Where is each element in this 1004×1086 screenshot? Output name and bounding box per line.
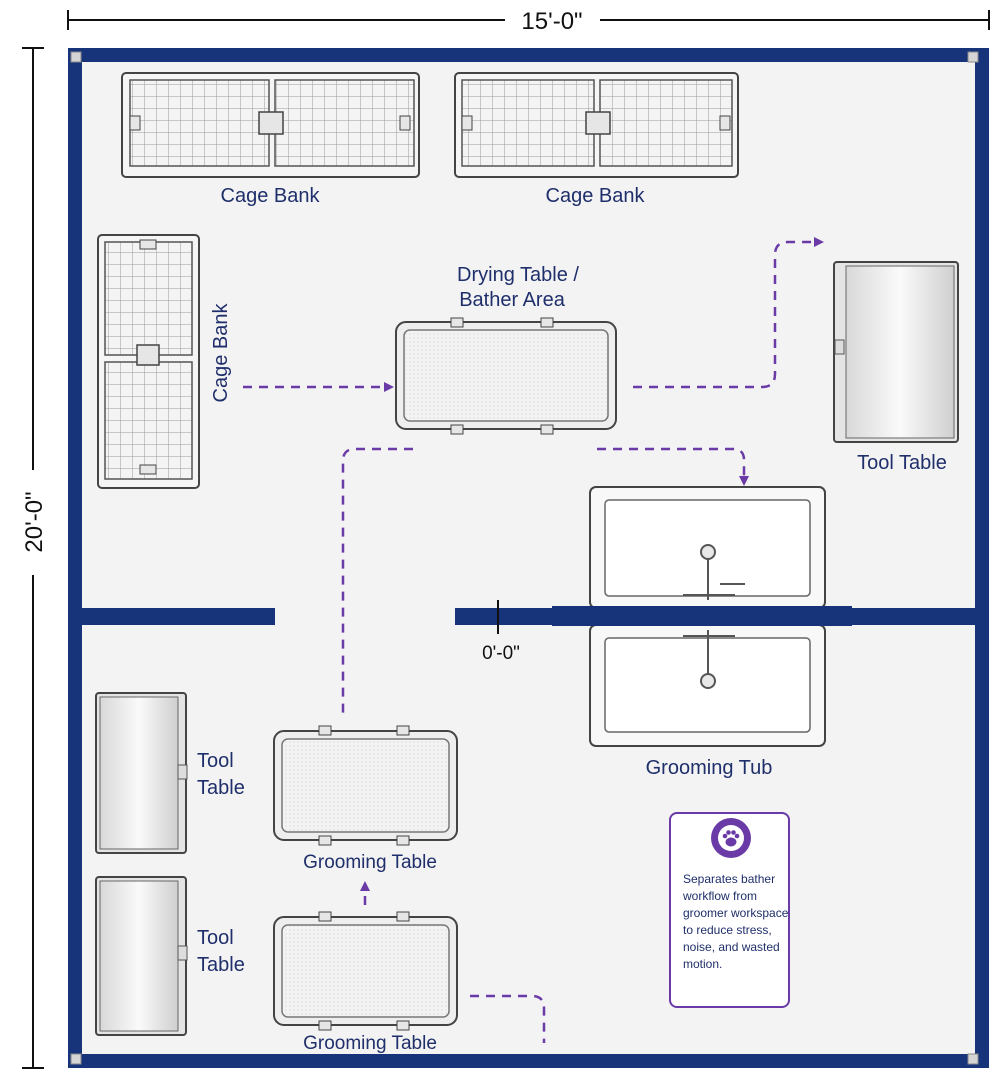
faucet-lower: [683, 630, 735, 689]
dimension-height: [22, 47, 44, 1069]
cage-bank-side: [97, 234, 200, 489]
tool-table-1-label-line1: Tool: [197, 750, 234, 772]
width-dimension-label: 15'-0": [521, 8, 582, 35]
cage-bank-1-label: Cage Bank: [221, 185, 321, 207]
grooming-table-2-label: Grooming Table: [303, 1033, 437, 1054]
drying-table-label-line1: Drying Table /: [457, 264, 579, 286]
grooming-tub-label: Grooming Tub: [646, 757, 773, 779]
flow-drying-to-tooltable: [633, 237, 824, 389]
tool-table-1: [95, 692, 188, 854]
paw-icon: [711, 818, 751, 858]
cage-bank-1: [121, 72, 420, 178]
info-callout: Separates bather workflow from groomer w…: [669, 812, 790, 1008]
cage-bank-2-label: Cage Bank: [546, 185, 646, 207]
tool-table-2: [95, 876, 188, 1036]
faucet-upper: [683, 544, 745, 600]
flow-drying-to-tub: [597, 447, 749, 486]
origin-label: 0'-0": [482, 643, 520, 664]
tool-table-1-label-line2: Table: [197, 777, 245, 799]
cage-bank-side-label: Cage Bank: [210, 303, 232, 403]
tool-table-2-label-line1: Tool: [197, 927, 234, 949]
tool-table-right-label: Tool Table: [857, 452, 947, 474]
grooming-table-1: [273, 725, 458, 846]
tool-table-right: [833, 261, 959, 443]
workflow-arrows: [243, 237, 824, 1043]
grooming-tub: [552, 486, 852, 747]
outer-walls: [68, 48, 989, 1068]
dimension-width: [67, 10, 990, 30]
callout-text: Separates bather workflow from groomer w…: [683, 872, 789, 971]
drying-table: [395, 317, 617, 435]
room-floor: [80, 58, 975, 1060]
cage-bank-2: [454, 72, 739, 178]
grooming-table-1-label: Grooming Table: [303, 852, 437, 873]
tool-table-2-label-line2: Table: [197, 954, 245, 976]
drying-table-label-line2: Bather Area: [459, 289, 566, 311]
height-dimension-label: 20'-0": [21, 491, 48, 552]
flow-drying-to-grooming: [341, 447, 413, 715]
corner-posts: [70, 51, 979, 1065]
grooming-table-2: [273, 911, 458, 1031]
flow-grooming2-exit: [470, 994, 546, 1043]
